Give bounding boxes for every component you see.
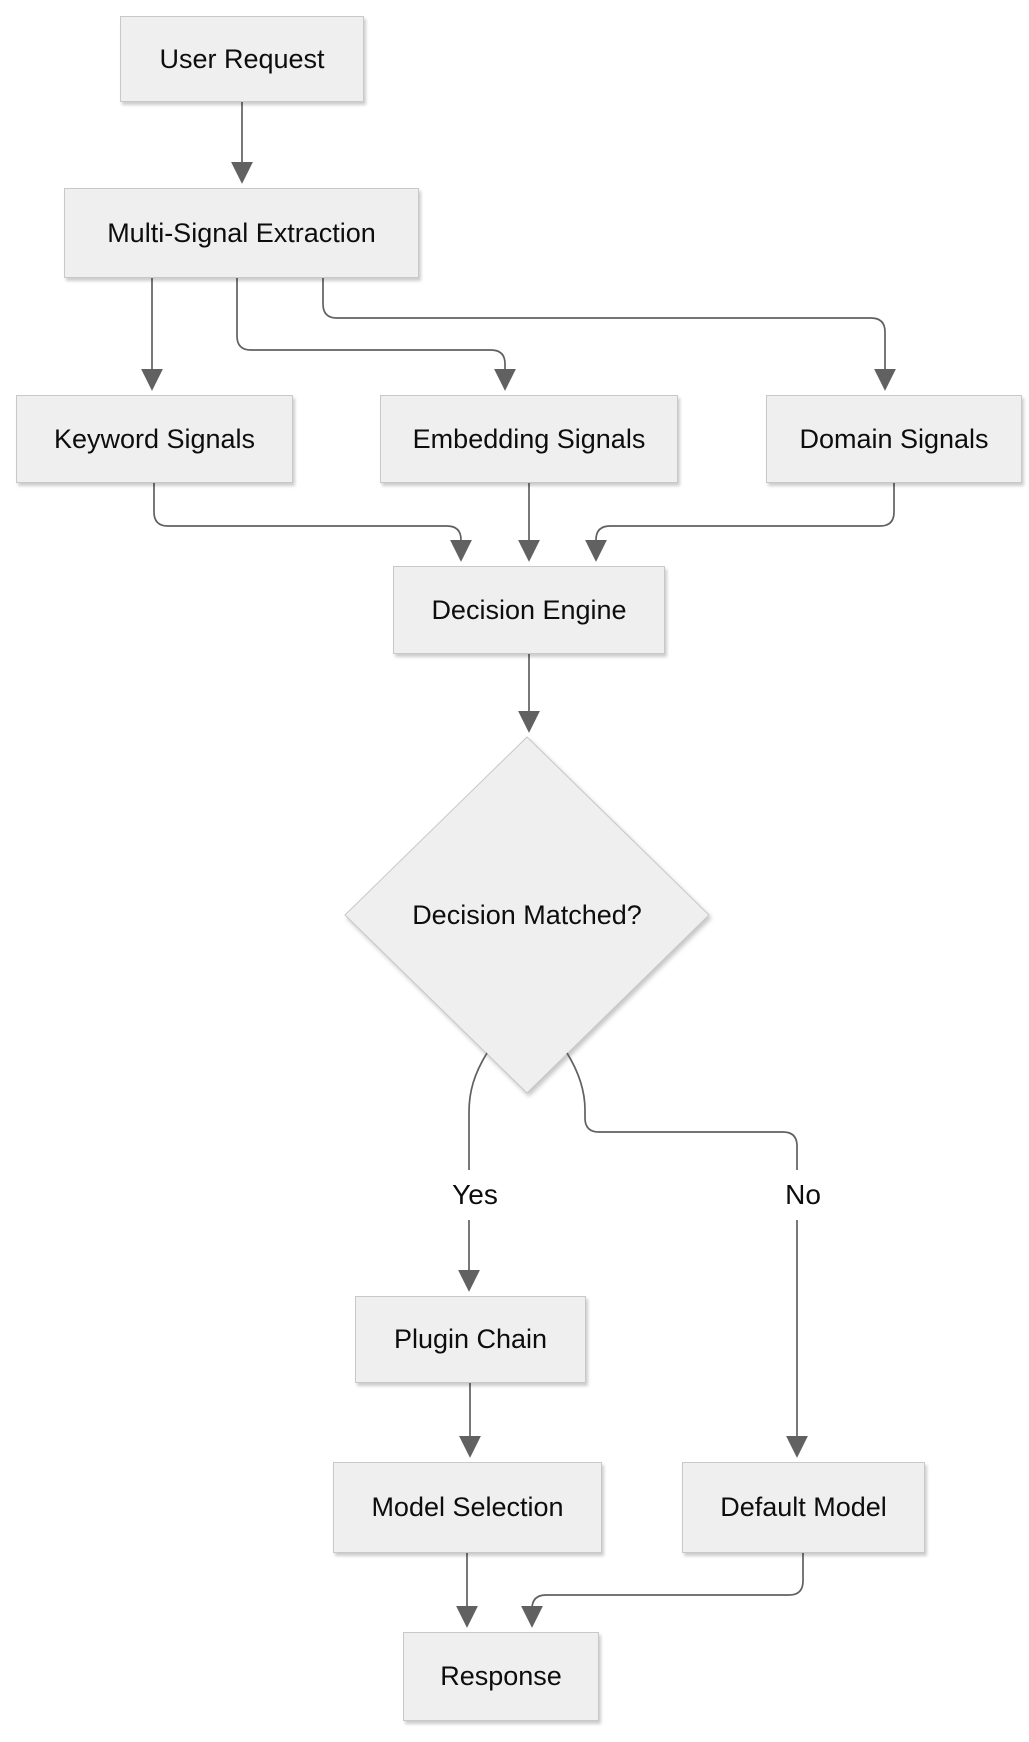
edge-keyword-signals-to-decision-engine (153, 483, 472, 562)
node-model-selection: Model Selection (333, 1462, 602, 1553)
node-user-request: User Request (120, 16, 364, 102)
node-embedding-signals: Embedding Signals (380, 395, 678, 483)
edge-multi-signal-extraction-to-embedding-signals (236, 278, 516, 391)
node-plugin-chain-label: Plugin Chain (393, 1324, 548, 1354)
node-decision-matched-shape (344, 736, 710, 1094)
edge-label-no: No (766, 1170, 840, 1220)
node-domain-signals-label: Domain Signals (799, 423, 989, 454)
edge-decision-matched-yes-to-plugin-chain (458, 1052, 488, 1292)
node-keyword-signals-label: Keyword Signals (53, 423, 256, 454)
node-multi-signal-extraction: Multi-Signal Extraction (64, 188, 419, 278)
node-decision-engine-label: Decision Engine (431, 594, 627, 625)
node-decision-engine: Decision Engine (393, 566, 665, 654)
node-decision-matched-label: Decision Matched? (412, 899, 642, 930)
node-model-selection-label: Model Selection (371, 1492, 564, 1522)
edge-default-model-to-response (521, 1553, 804, 1628)
node-domain-signals: Domain Signals (766, 395, 1022, 483)
node-plugin-chain: Plugin Chain (355, 1296, 586, 1383)
node-default-model-label: Default Model (720, 1492, 887, 1522)
node-default-model: Default Model (682, 1462, 925, 1553)
edge-label-yes: Yes (431, 1170, 519, 1220)
node-embedding-signals-label: Embedding Signals (412, 423, 646, 454)
edge-multi-signal-extraction-to-domain-signals (322, 278, 896, 391)
node-keyword-signals: Keyword Signals (16, 395, 293, 483)
node-user-request-label: User Request (159, 43, 325, 74)
node-multi-signal-extraction-label: Multi-Signal Extraction (107, 217, 376, 248)
node-response: Response (403, 1632, 599, 1721)
edge-decision-matched-no-to-default-model (566, 1052, 808, 1458)
edge-domain-signals-to-decision-engine (585, 483, 895, 562)
node-response-label: Response (440, 1661, 562, 1691)
